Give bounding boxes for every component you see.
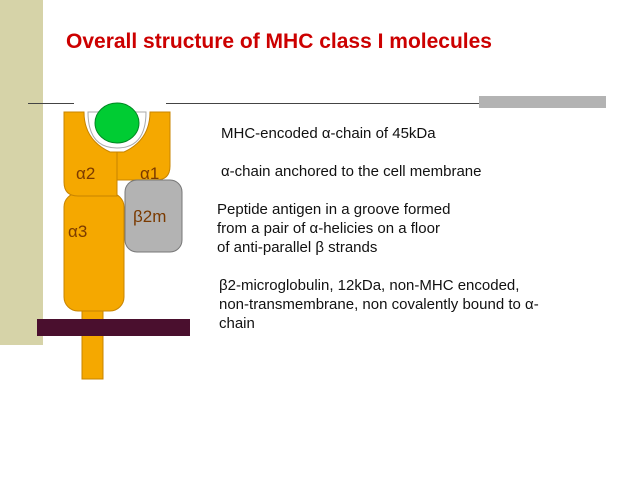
divider-left [28, 103, 74, 104]
note-line: non-transmembrane, non covalently bound … [219, 296, 539, 313]
note-line: MHC-encoded α-chain of 45kDa [221, 125, 436, 142]
note-line: of anti-parallel β strands [217, 239, 378, 256]
note-anchored: α-chain anchored to the cell membrane [221, 162, 481, 181]
note-line: from a pair of α-helicies on a floor [217, 220, 440, 237]
peptide-antigen [94, 102, 140, 144]
alpha1-domain [116, 111, 171, 181]
alpha3-domain [63, 192, 125, 312]
note-peptide: Peptide antigen in a groove formed from … [217, 200, 451, 257]
transmembrane-stem [81, 299, 104, 380]
note-beta2m: β2-microglobulin, 12kDa, non-MHC encoded… [219, 276, 539, 333]
note-line: Peptide antigen in a groove formed [217, 201, 451, 218]
note-line: β2-microglobulin, 12kDa, non-MHC encoded… [219, 277, 520, 294]
beta2m-domain [124, 179, 183, 253]
beta2m-label: β2m [133, 207, 166, 226]
alpha3-label: α3 [68, 222, 87, 241]
note-alpha-chain: MHC-encoded α-chain of 45kDa [221, 124, 436, 143]
decorative-sidebar [0, 0, 43, 345]
note-line: α-chain anchored to the cell membrane [221, 163, 482, 180]
alpha1-label: α1 [140, 164, 159, 183]
slide-title: Overall structure of MHC class I molecul… [66, 30, 492, 53]
cell-membrane [37, 319, 190, 336]
divider-right [166, 103, 606, 104]
alpha2-label: α2 [76, 164, 95, 183]
accent-block [479, 96, 606, 108]
note-line: chain [219, 315, 255, 332]
